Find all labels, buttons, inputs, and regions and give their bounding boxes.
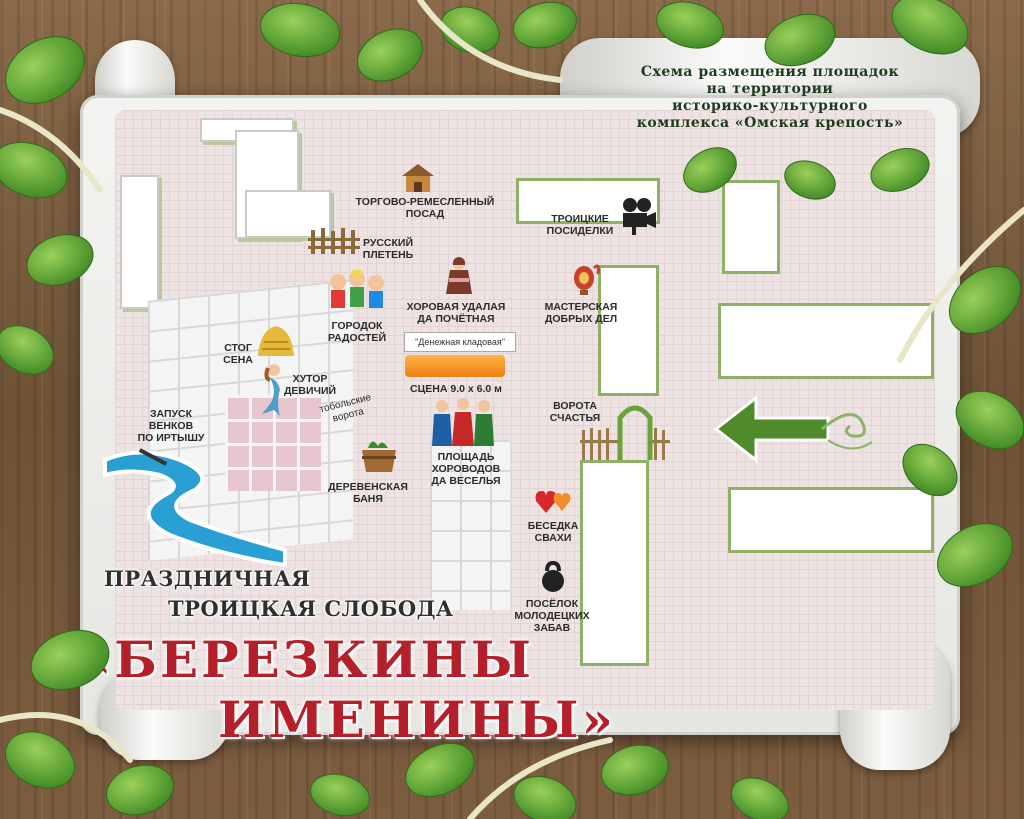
movie-camera-icon (623, 198, 656, 235)
samovar-icon (574, 264, 600, 295)
building-right-top (722, 180, 780, 274)
stage-icon (405, 355, 505, 377)
building-right-mid (718, 303, 934, 379)
building-left-strip (120, 175, 159, 309)
hearts-icon (535, 491, 571, 513)
fence-icon (308, 228, 360, 254)
kladovaya-label: "Денежная кладовая" (404, 332, 516, 352)
label-scena: СЦЕНА 9.0 х 6.0 м (410, 383, 502, 395)
event-subtitle-2: ТРОИЦКАЯ СЛОБОДА (168, 596, 454, 621)
children-icon (330, 270, 384, 308)
event-name-line-2: ИМЕНИНЫ» (218, 690, 616, 749)
building-masterskaya (598, 265, 659, 396)
center-court (430, 440, 510, 610)
building-troickie (516, 178, 660, 224)
pink-plaza (225, 395, 321, 491)
gate-icon (580, 405, 670, 460)
event-name-line-1: «БЕРЕЗКИНЫ (80, 630, 534, 689)
dancers-icon (432, 398, 494, 446)
arrow-icon (713, 394, 873, 464)
building-l-shape-2 (245, 190, 331, 238)
haystack-icon (258, 326, 294, 356)
river-icon (103, 450, 287, 568)
map-title: Схема размещения площадок на территории … (636, 64, 904, 131)
building-bottom-long (580, 460, 649, 666)
building-right-low (728, 487, 934, 553)
sauna-tub-icon (362, 441, 396, 472)
event-subtitle-1: ПРАЗДНИЧНАЯ (104, 566, 311, 591)
dancing-woman-icon (446, 257, 472, 294)
house-icon (402, 164, 434, 192)
mermaid-icon (262, 364, 280, 416)
kettlebell-icon (542, 561, 564, 592)
